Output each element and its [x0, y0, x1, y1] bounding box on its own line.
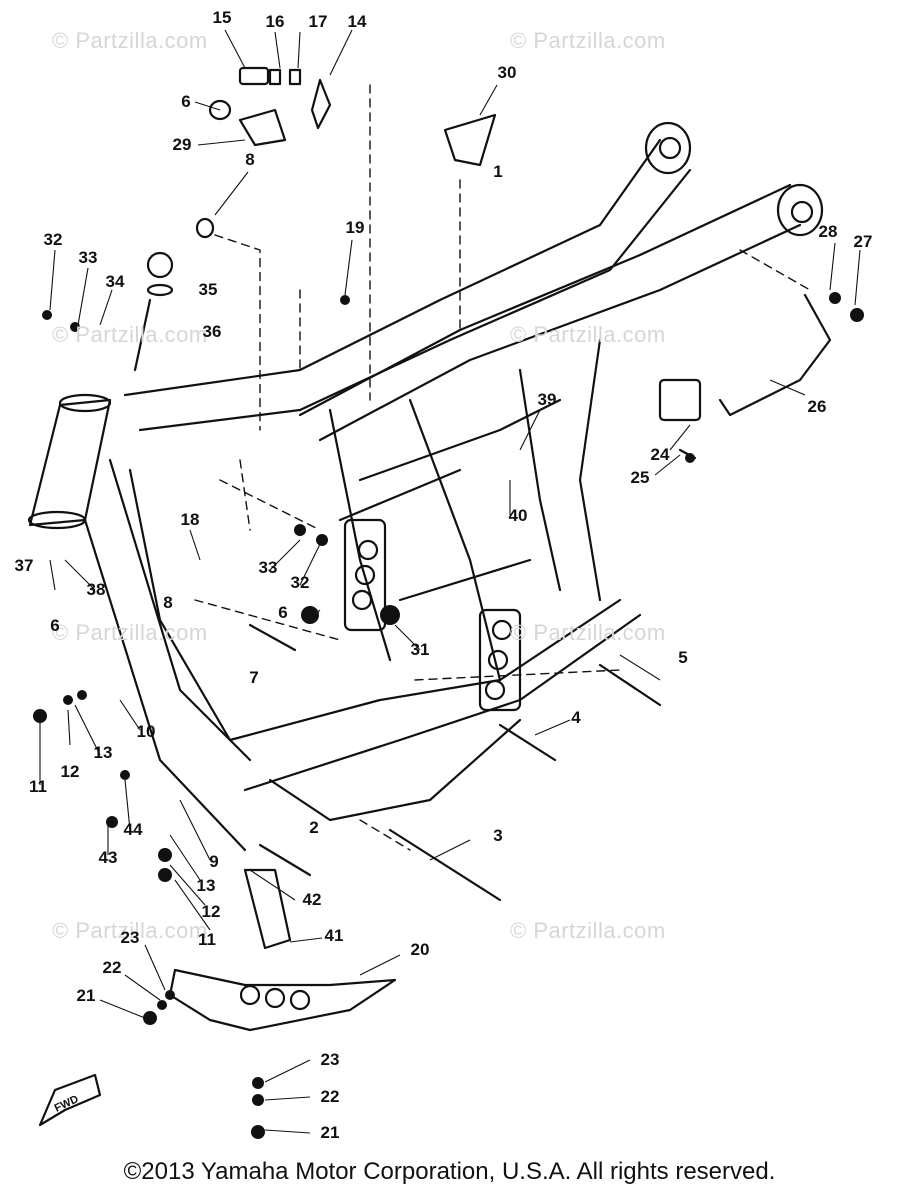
callout-25: 25	[630, 468, 650, 487]
callout-6-left: 6	[50, 616, 60, 635]
callout-11-left: 11	[29, 777, 47, 796]
watermark-mid-right: © Partzilla.com	[510, 322, 666, 347]
callout-11-bottom: 11	[198, 930, 216, 949]
callout-35: 35	[198, 280, 218, 299]
callout-34: 34	[105, 272, 125, 291]
callout-9: 9	[209, 852, 219, 871]
callout-6-mid: 6	[278, 603, 288, 622]
callout-28: 28	[818, 222, 838, 241]
copyright-notice: ©2013 Yamaha Motor Corporation, U.S.A. A…	[123, 1158, 776, 1185]
watermark-top-right: © Partzilla.com	[510, 28, 666, 53]
callout-7: 7	[249, 668, 259, 687]
skid-plate	[168, 968, 397, 1032]
callout-17: 17	[308, 12, 328, 31]
callout-1: 1	[493, 162, 503, 181]
callout-30: 30	[497, 63, 517, 82]
shock-41	[243, 868, 292, 950]
callout-16: 16	[265, 12, 285, 31]
callout-39: 39	[537, 390, 557, 409]
callout-15: 15	[212, 8, 232, 27]
callout-18: 18	[180, 510, 200, 529]
watermark-bottom-left: © Partzilla.com	[52, 918, 208, 943]
callout-29: 29	[172, 135, 192, 154]
head-tube	[28, 398, 112, 527]
down-tube-right	[108, 458, 252, 762]
callout-44: 44	[123, 820, 143, 839]
callout-3: 3	[493, 826, 503, 845]
callout-26: 26	[807, 397, 827, 416]
bolt-3	[388, 828, 502, 902]
bolt-7	[248, 623, 297, 652]
callout-8-mid: 8	[163, 593, 173, 612]
down-tube-left	[83, 518, 247, 852]
callout-13-bottom: 13	[196, 876, 216, 895]
callout-27: 27	[853, 232, 873, 251]
bolt-2	[258, 843, 312, 877]
callout-13-left: 13	[93, 743, 113, 762]
callout-22-left: 22	[102, 958, 122, 977]
callout-38: 38	[86, 580, 106, 599]
callout-8-top: 8	[245, 150, 255, 169]
rear-downtube	[328, 408, 392, 662]
frame-seat-rail	[298, 183, 792, 417]
callout-20: 20	[410, 940, 430, 959]
callout-23-left: 23	[120, 928, 140, 947]
callout-37: 37	[14, 556, 34, 575]
callout-10: 10	[136, 722, 156, 741]
frame-seat-rail-lower	[318, 223, 802, 442]
callout-24: 24	[650, 445, 670, 464]
callout-12-left: 12	[60, 762, 80, 781]
callout-23-bottom: 23	[320, 1050, 340, 1069]
rear-bracket	[718, 293, 832, 417]
watermark-lower-left: © Partzilla.com	[52, 620, 208, 645]
watermark-lower-right: © Partzilla.com	[510, 620, 666, 645]
callout-33-left: 33	[78, 248, 98, 267]
callout-22-bottom: 22	[320, 1087, 340, 1106]
callout-21-bottom: 21	[320, 1123, 340, 1142]
callout-42: 42	[302, 890, 322, 909]
callout-31: 31	[410, 640, 430, 659]
bolt-4	[498, 723, 557, 762]
callout-19: 19	[345, 218, 365, 237]
callout-6-top: 6	[181, 92, 191, 111]
callout-4: 4	[571, 708, 581, 727]
callout-40: 40	[508, 506, 528, 525]
callout-36: 36	[202, 322, 222, 341]
callout-32-mid: 32	[290, 573, 310, 592]
callout-33-mid: 33	[258, 558, 278, 577]
watermark-bottom-right: © Partzilla.com	[510, 918, 666, 943]
callout-32-left: 32	[43, 230, 63, 249]
callout-2: 2	[309, 818, 319, 837]
callout-12-bottom: 12	[201, 902, 221, 921]
frame-top-rail-lower	[138, 168, 692, 432]
lower-cradle	[228, 598, 622, 742]
frame-top-rail	[123, 138, 662, 397]
callout-41: 41	[324, 926, 344, 945]
callout-5: 5	[678, 648, 688, 667]
bolt-5	[598, 663, 662, 707]
callout-21-left: 21	[76, 986, 96, 1005]
watermark-top-left: © Partzilla.com	[52, 28, 208, 53]
callout-43: 43	[98, 848, 118, 867]
watermark-mid-left: © Partzilla.com	[52, 322, 208, 347]
callout-14: 14	[347, 12, 367, 31]
